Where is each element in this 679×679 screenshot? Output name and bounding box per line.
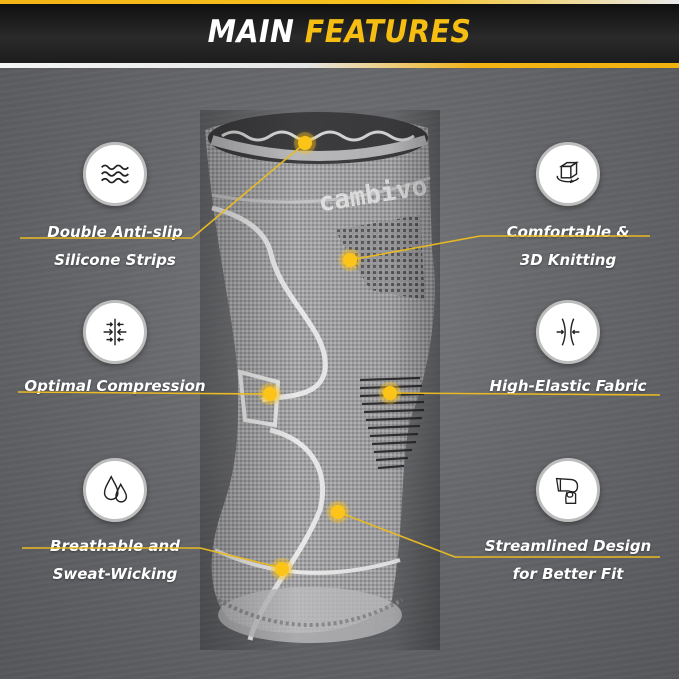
- header-top-accent: [0, 0, 679, 4]
- feature-label-line1: Streamlined Design: [484, 537, 652, 555]
- callout-dot-compression: [263, 387, 277, 401]
- callout-dot-streamlined: [331, 505, 345, 519]
- header-bottom-accent: [0, 63, 679, 68]
- callout-dot-anti-slip: [298, 136, 312, 150]
- waves-icon: [83, 142, 147, 206]
- feature-elastic-fabric: High-Elastic Fabric: [468, 300, 668, 400]
- knee-outline-icon: [536, 458, 600, 522]
- feature-compression: Optimal Compression: [15, 300, 215, 400]
- feature-label-line1: Comfortable &: [506, 223, 630, 241]
- feature-streamlined: Streamlined Design for Better Fit: [468, 458, 668, 588]
- page-title: MAIN FEATURES: [27, 14, 652, 50]
- feature-label-line2: Sweat-Wicking: [52, 565, 178, 583]
- callout-dot-elastic: [383, 386, 397, 400]
- feature-label-line2: 3D Knitting: [519, 251, 617, 269]
- title-features: FEATURES: [304, 14, 472, 50]
- compression-arrows-icon: [83, 300, 147, 364]
- feature-label-line1: High-Elastic Fabric: [489, 377, 647, 395]
- feature-3d-knitting: Comfortable & 3D Knitting: [468, 142, 668, 274]
- feature-label-line2: Silicone Strips: [54, 251, 176, 269]
- title-main: MAIN: [207, 14, 295, 50]
- callout-dot-3d-knitting: [343, 253, 357, 267]
- rotating-cube-icon: [536, 142, 600, 206]
- header-banner: MAIN FEATURES: [0, 0, 679, 68]
- callout-dot-breathable: [275, 562, 289, 576]
- feature-breathable: Breathable and Sweat-Wicking: [15, 458, 215, 588]
- feature-label-line1: Optimal Compression: [24, 377, 206, 395]
- feature-label-line1: Double Anti-slip: [47, 223, 183, 241]
- feature-label-line1: Breathable and: [50, 537, 180, 555]
- water-drops-icon: [83, 458, 147, 522]
- elastic-fabric-icon: [536, 300, 600, 364]
- feature-label-line2: for Better Fit: [512, 565, 624, 583]
- feature-anti-slip: Double Anti-slip Silicone Strips: [15, 142, 215, 274]
